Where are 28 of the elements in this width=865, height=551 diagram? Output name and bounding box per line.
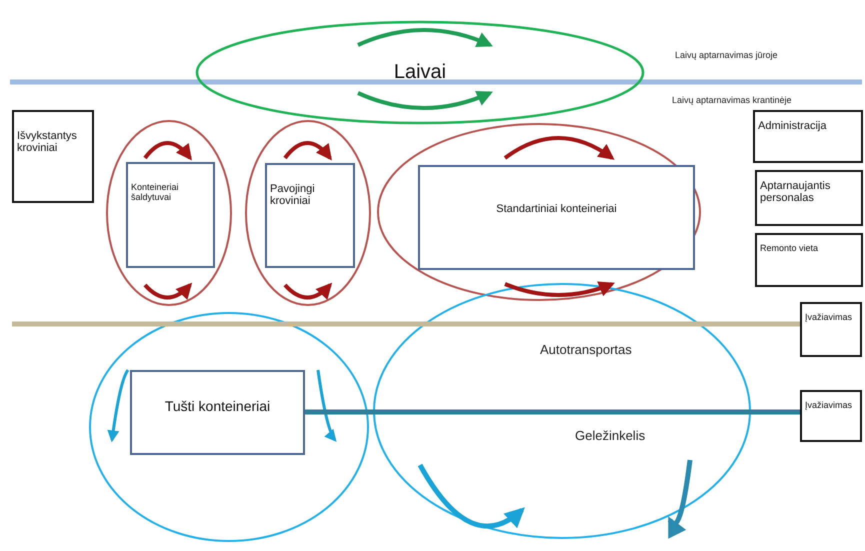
process-box — [418, 165, 695, 270]
process-box — [800, 302, 862, 357]
process-box — [800, 390, 862, 442]
note-text: Laivų aptarnavimas jūroje — [675, 50, 778, 60]
node-text: Tušti konteineriai — [164, 398, 272, 414]
port-zone — [195, 20, 645, 125]
node-text: Pavojingi kroviniai — [270, 183, 316, 207]
node-text: Išvykstantys kroviniai — [17, 130, 78, 154]
process-box — [265, 163, 355, 268]
note-text: Laivų aptarnavimas krantinėje — [672, 95, 792, 105]
connector-line — [12, 322, 800, 326]
note-text: Geležinkelis — [575, 428, 646, 443]
node-text: Įvažiavimas — [805, 400, 854, 410]
node-text: Laivai — [394, 61, 446, 84]
node-text: Konteineriai šaldytuvai — [131, 182, 180, 202]
note-text: Autotransportas — [540, 342, 632, 357]
connector-line — [305, 410, 800, 414]
process-box — [130, 370, 305, 455]
node-text: Aptarnaujantis personalas — [760, 180, 832, 204]
process-box — [12, 110, 94, 203]
node-text: Įvažiavimas — [805, 312, 854, 322]
process-box — [753, 110, 863, 163]
process-box — [755, 233, 863, 287]
process-box — [755, 170, 863, 226]
node-text: Remonto vieta — [760, 243, 820, 253]
process-box — [126, 162, 215, 268]
node-text: Standartiniai konteineriai — [495, 203, 618, 215]
node-text: Administracija — [758, 120, 828, 132]
